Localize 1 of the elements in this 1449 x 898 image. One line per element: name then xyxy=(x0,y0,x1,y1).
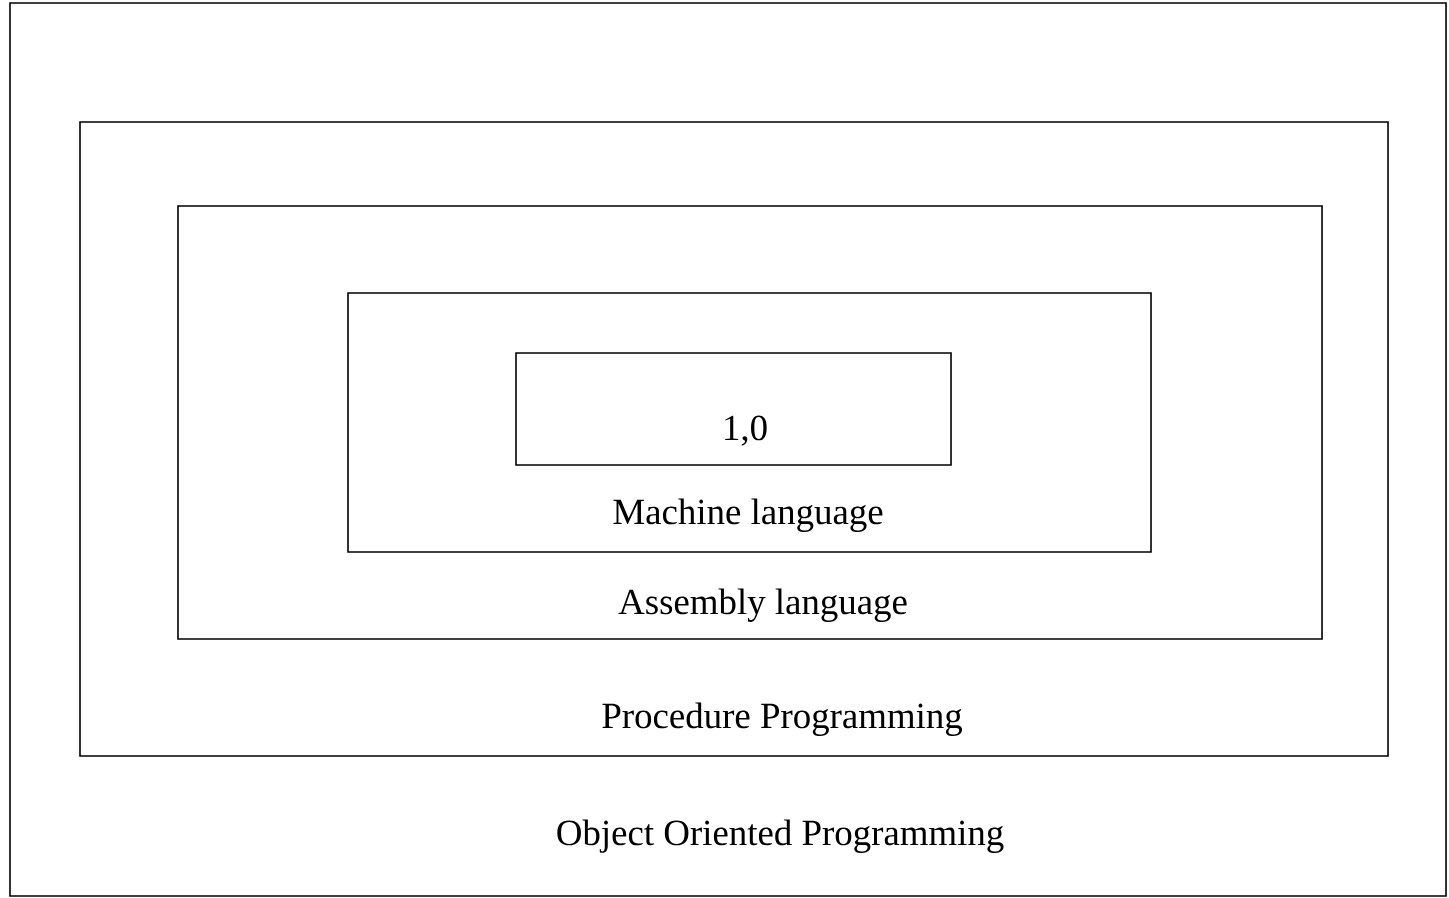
nested-box: 1,0 xyxy=(515,352,952,466)
